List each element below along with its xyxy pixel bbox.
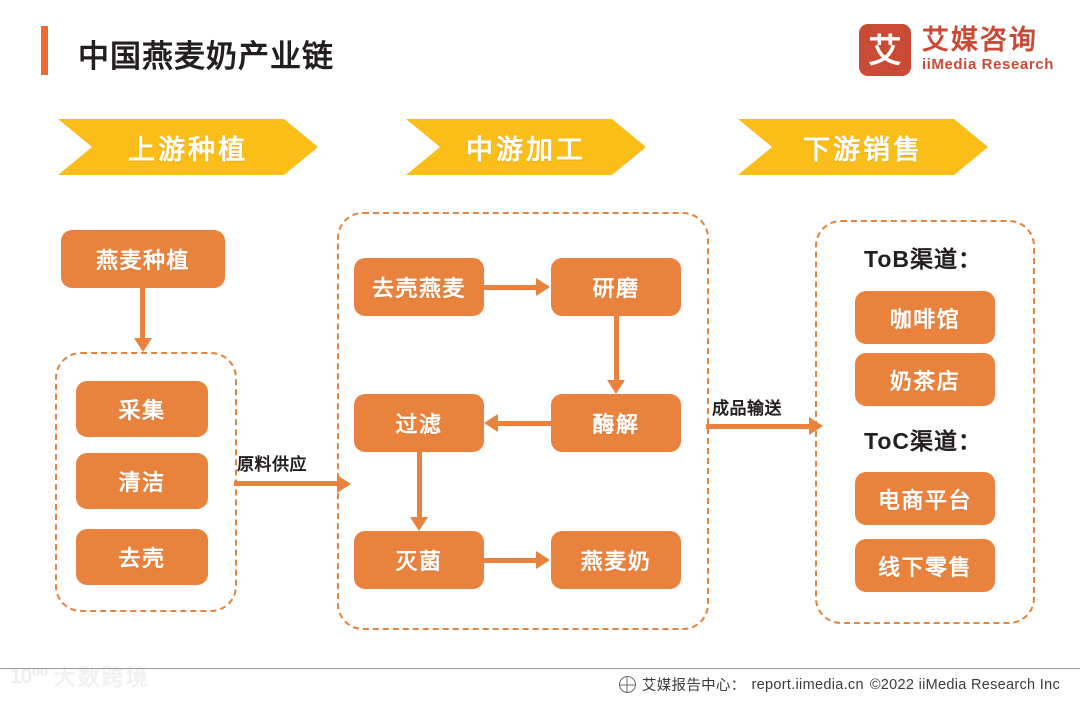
node-harvest: 采集 <box>76 381 208 437</box>
node-enzymolysis: 酶解 <box>551 394 681 452</box>
brand-logo: 艾 艾媒咨询 iiMedia Research <box>858 24 1054 76</box>
arrow-grind-to-enzyme-head <box>607 380 625 394</box>
node-oat-planting: 燕麦种植 <box>61 230 225 288</box>
arrow-enzyme-to-filter-head <box>484 414 498 432</box>
brand-name-en: iiMedia Research <box>921 56 1054 74</box>
arrow-raw-material-line <box>234 481 338 486</box>
stage-banner-downstream: 下游销售 <box>738 119 988 175</box>
channel-label-toc: ToC渠道： <box>863 428 982 454</box>
channel-label-tob: ToB渠道： <box>863 246 982 272</box>
node-clean: 清洁 <box>76 453 208 509</box>
connector-label-finished-goods: 成品输送 <box>712 399 782 418</box>
node-dehull: 去壳 <box>76 529 208 585</box>
node-milk-tea-shop: 奶茶店 <box>855 353 995 406</box>
stage-banner-midstream: 中游加工 <box>406 119 646 175</box>
arrow-raw-material-head <box>337 474 351 493</box>
arrow-filter-to-steril-line <box>416 452 422 517</box>
title-accent-bar <box>41 26 48 75</box>
footer-url[interactable]: report.iimedia.cn <box>751 676 864 693</box>
globe-icon <box>618 676 636 693</box>
node-filtration: 过滤 <box>354 394 484 452</box>
footer: 艾媒报告中心： report.iimedia.cn ©2022 iiMedia … <box>618 674 1060 695</box>
node-grinding: 研磨 <box>551 258 681 316</box>
arrow-filter-to-steril-head <box>410 517 428 531</box>
footer-divider <box>0 668 1080 669</box>
arrow-finished-goods-line <box>706 423 810 429</box>
node-dehulled-oat: 去壳燕麦 <box>354 258 484 316</box>
node-ecommerce-platform: 电商平台 <box>855 472 995 525</box>
connector-label-raw-material-supply: 原料供应 <box>237 455 307 474</box>
arrow-steril-to-oatmilk-head <box>536 551 550 569</box>
arrow-grind-to-enzyme-line <box>613 316 619 380</box>
group-downstream-channels <box>815 220 1035 624</box>
node-coffee-shop: 咖啡馆 <box>855 291 995 344</box>
arrow-oat-to-grind-line <box>484 284 537 290</box>
stage-banner-upstream: 上游种植 <box>58 119 318 175</box>
brand-text: 艾媒咨询 iiMedia Research <box>921 24 1054 74</box>
brand-mark-icon: 艾 <box>858 24 911 76</box>
arrow-planting-to-steps-line <box>140 288 145 338</box>
footer-copyright: ©2022 iiMedia Research Inc <box>869 676 1060 693</box>
arrow-planting-to-steps-head <box>133 338 152 352</box>
arrow-enzyme-to-filter-line <box>498 420 551 426</box>
node-sterilization: 灭菌 <box>354 531 484 589</box>
watermark-text: 大数跨境 <box>53 665 150 690</box>
node-oat-milk: 燕麦奶 <box>551 531 681 589</box>
page-title: 中国燕麦奶产业链 <box>78 39 334 74</box>
footer-source-label: 艾媒报告中心： <box>641 678 746 694</box>
arrow-oat-to-grind-head <box>536 278 550 296</box>
arrow-steril-to-oatmilk-line <box>484 557 537 563</box>
watermark: 10⁰⁰ 大数跨境 <box>10 660 150 692</box>
brand-name-cn: 艾媒咨询 <box>921 24 1038 55</box>
group-midstream-process <box>337 212 709 630</box>
node-offline-retail: 线下零售 <box>855 539 995 592</box>
